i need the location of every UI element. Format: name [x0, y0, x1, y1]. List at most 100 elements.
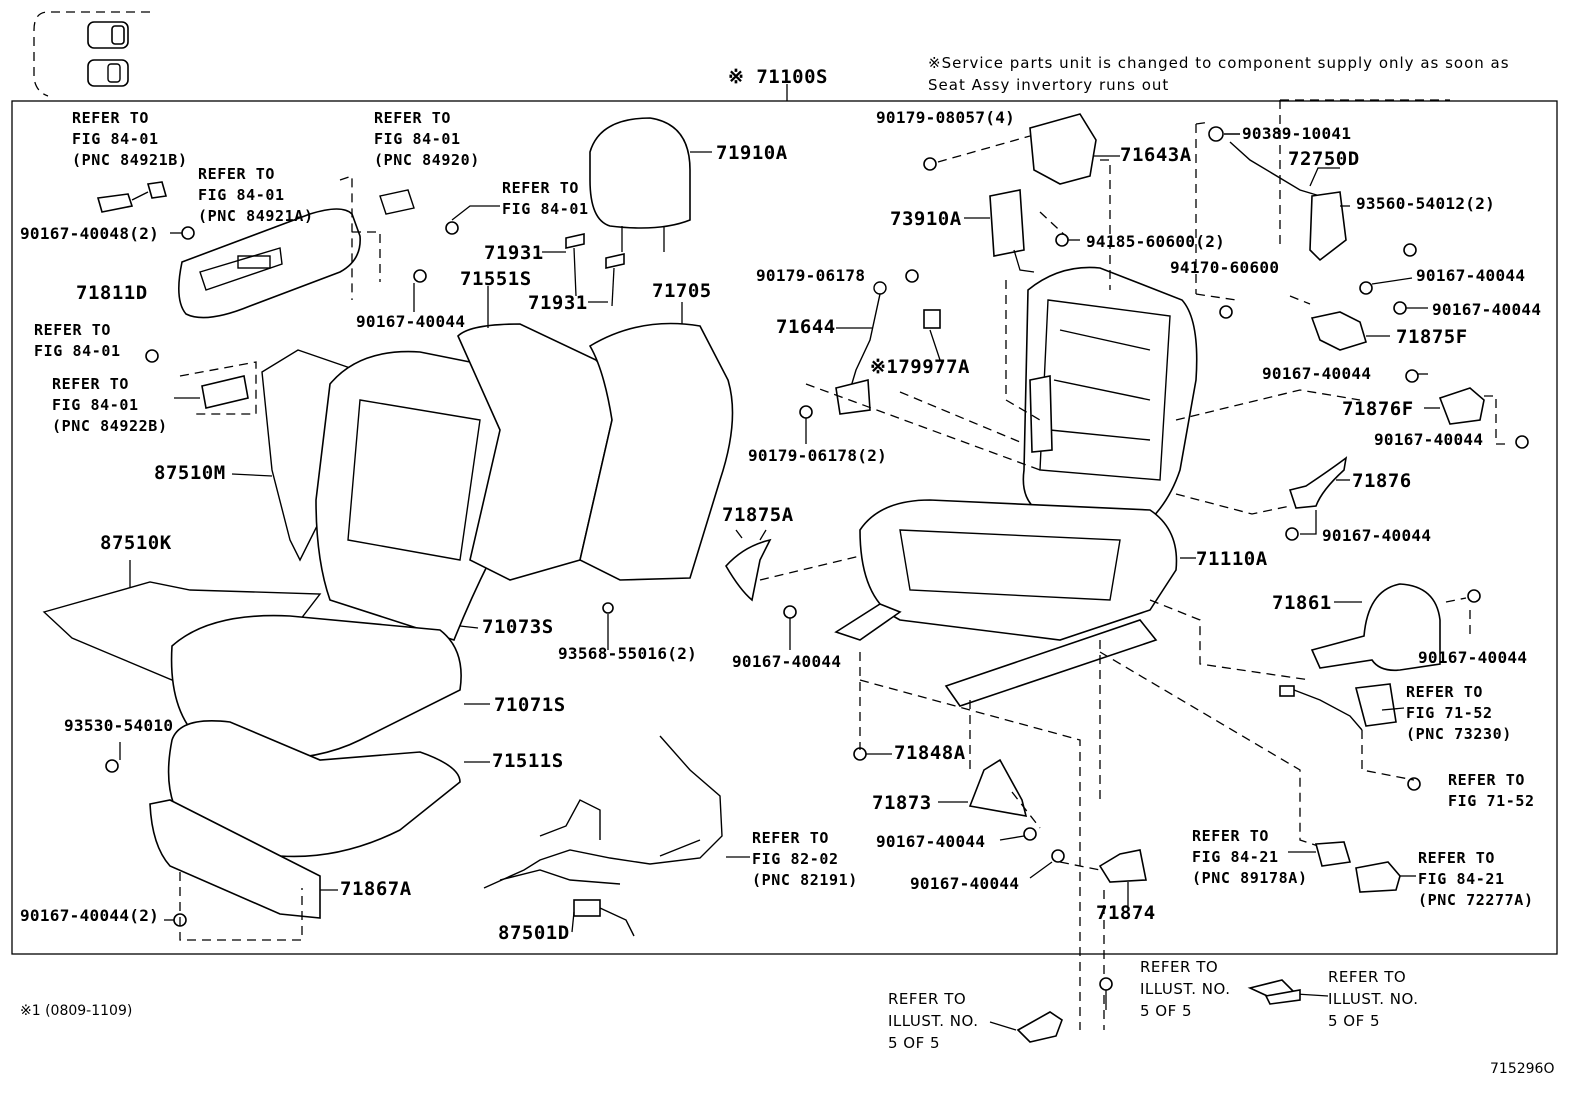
wire-71644 — [835, 281, 941, 415]
assy-part-number: ※ 71100S — [728, 66, 828, 88]
part-label[interactable]: 87501D — [498, 922, 570, 944]
seatback-board-71705 — [579, 322, 734, 581]
part-label[interactable]: 73910A — [890, 208, 962, 230]
refer-page-text: 5 OF 5 — [1140, 1002, 1193, 1020]
refer-to-text: REFER TO — [1328, 968, 1407, 986]
refer-fig-text: FIG 82-02 — [752, 850, 839, 868]
lever-71876 — [1288, 456, 1348, 509]
refer-fig-text: FIG 71-52 — [1448, 792, 1535, 810]
part-label[interactable]: 93560-54012(2) — [1356, 194, 1496, 213]
refer-to-text: REFER TO — [52, 375, 130, 393]
part-label[interactable]: 87510K — [100, 532, 172, 554]
part-label[interactable]: 90167-40044 — [1322, 526, 1432, 545]
refer-illust-text: ILLUST. NO. — [1140, 980, 1231, 998]
part-label[interactable]: 71931 — [484, 242, 544, 264]
part-label[interactable]: 87510M — [154, 462, 226, 484]
part-label[interactable]: 90389-10041 — [1242, 124, 1352, 143]
refer-to-block[interactable]: REFER TO FIG 71-52 — [1448, 770, 1535, 812]
part-label[interactable]: 71867A — [340, 878, 412, 900]
part-label[interactable]: 71110A — [1196, 548, 1268, 570]
screw — [1285, 243, 1529, 791]
part-label[interactable]: 71875A — [722, 504, 794, 526]
refer-illust-text: ILLUST. NO. — [888, 1012, 979, 1030]
part-label[interactable]: 93530-54010 — [64, 716, 174, 735]
refer-pnc-text: (PNC 84921B) — [72, 151, 188, 169]
part-label[interactable]: 90179-06178 — [756, 266, 866, 285]
part-label[interactable]: 71071S — [494, 694, 566, 716]
headrest-71910A — [589, 117, 712, 252]
part-label[interactable]: 71644 — [776, 316, 836, 338]
part-label[interactable]: 90167-40048(2) — [20, 224, 160, 243]
part-label[interactable]: 90167-40044 — [1262, 364, 1372, 383]
seat-cushion-cover-71071S — [170, 614, 462, 761]
part-label[interactable]: 90167-40044 — [1432, 300, 1542, 319]
part-label[interactable]: 90167-40044 — [1374, 430, 1484, 449]
refer-to-text: REFER TO — [1448, 771, 1526, 789]
headrest-guide — [542, 233, 625, 307]
part-label[interactable]: 71861 — [1272, 592, 1332, 614]
part-label[interactable]: 90167-40044 — [732, 652, 842, 671]
cover-71876F — [1438, 387, 1485, 425]
front-cover-71867A — [149, 799, 321, 919]
cover-part — [1264, 989, 1301, 1005]
lumbar-part-72750D — [1208, 126, 1347, 262]
part-label[interactable]: 94170-60600 — [1170, 258, 1280, 277]
refer-pnc-text: (PNC 82191) — [752, 871, 858, 889]
part-label[interactable]: 71873 — [872, 792, 932, 814]
part-label[interactable]: 71910A — [716, 142, 788, 164]
seat-frame-71110A — [834, 266, 1198, 707]
part-label[interactable]: 71643A — [1120, 144, 1192, 166]
part-label[interactable]: 72750D — [1288, 148, 1360, 170]
part-label[interactable]: 90167-40044(2) — [20, 906, 160, 925]
part-label[interactable]: 90167-40044 — [1418, 648, 1528, 667]
part-label[interactable]: 71511S — [492, 750, 564, 772]
refer-to-text: REFER TO — [752, 829, 830, 847]
cover-71875F — [1310, 311, 1367, 351]
screw — [783, 157, 1233, 863]
recliner-cover-71643A — [1029, 113, 1097, 185]
refer-to-text: REFER TO — [1418, 849, 1496, 867]
connector-part — [1314, 841, 1352, 867]
part-label[interactable]: 90167-40044 — [1416, 266, 1526, 285]
part-label[interactable]: 90179-06178(2) — [748, 446, 888, 465]
part-label[interactable]: 71811D — [76, 282, 148, 304]
part-label[interactable]: 71705 — [652, 280, 712, 302]
part-label[interactable]: 71874 — [1096, 902, 1156, 924]
part-label[interactable]: 90179-08057(4) — [876, 108, 1016, 127]
part-label[interactable]: 71876F — [1342, 398, 1414, 420]
refer-page-text: 5 OF 5 — [1328, 1012, 1381, 1030]
part-label[interactable]: 93568-55016(2) — [558, 644, 698, 663]
part-label[interactable]: 71848A — [894, 742, 966, 764]
refer-pnc-text: (PNC 89178A) — [1192, 869, 1308, 887]
part-label[interactable]: 94185-60600(2) — [1086, 232, 1226, 251]
part-label[interactable]: 90167-40044 — [876, 832, 986, 851]
bracket-71873 — [968, 758, 1028, 818]
part-label[interactable]: 71551S — [460, 268, 532, 290]
refer-fig-text: FIG 84-21 — [1192, 848, 1279, 866]
part-label[interactable]: 71876 — [1352, 470, 1412, 492]
part-label[interactable]: 90167-40044 — [910, 874, 1020, 893]
part-label[interactable]: 71875F — [1396, 326, 1468, 348]
refer-to-block[interactable]: REFER TO FIG 82-02 (PNC 82191) — [752, 828, 858, 891]
part-label[interactable]: ※179977A — [870, 356, 970, 378]
part-label[interactable]: 71931 — [528, 292, 588, 314]
assembly-frame — [11, 100, 1558, 955]
refer-to-text: REFER TO — [198, 165, 276, 183]
part-label[interactable]: 90167-40044 — [356, 312, 466, 331]
part-label[interactable]: 71073S — [482, 616, 554, 638]
bracket-71875A — [725, 538, 772, 602]
refer-pnc-text: (PNC 84922B) — [52, 417, 168, 435]
